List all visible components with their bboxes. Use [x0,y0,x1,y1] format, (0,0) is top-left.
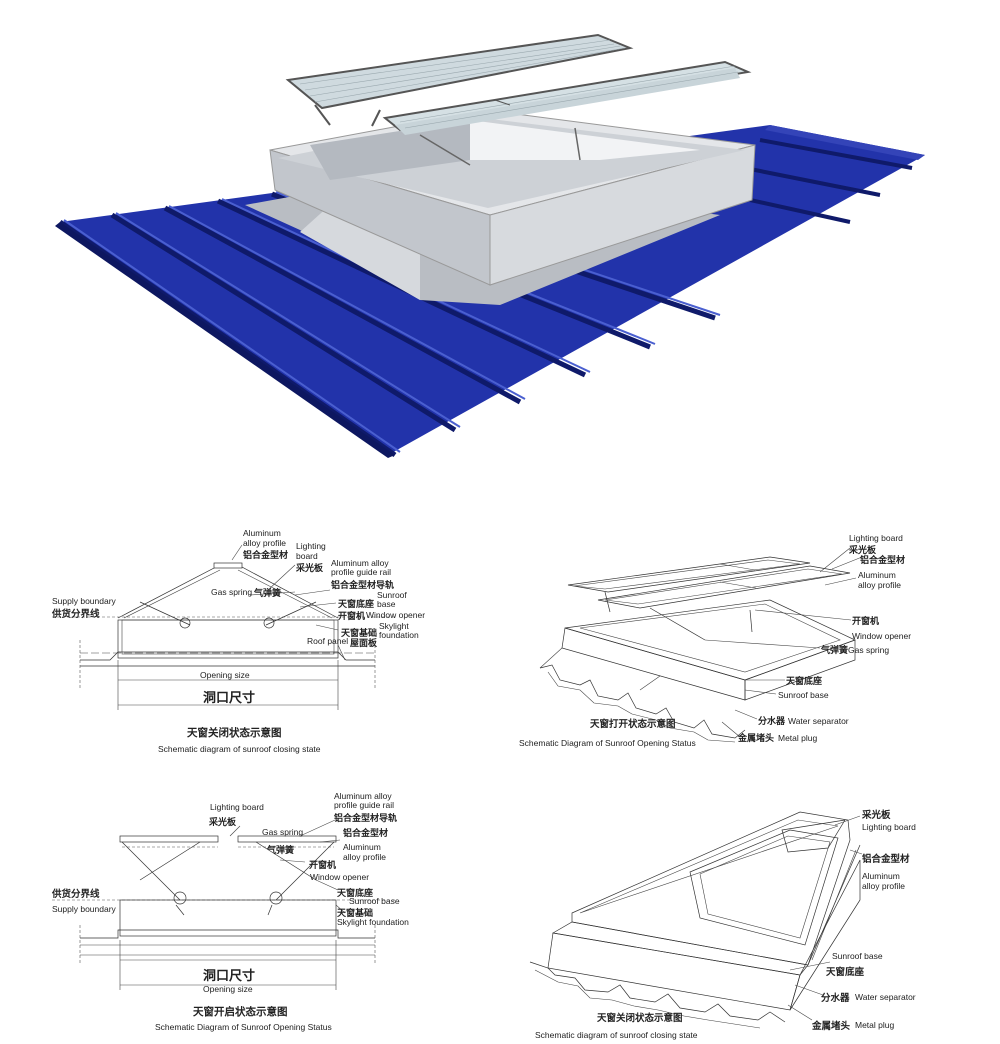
label-water-separator-cn: 分水器 [758,717,786,727]
caption-opening-cn: 天窗开启状态示意图 [193,1006,288,1018]
sunroof-base [269,109,756,286]
label-lighting-board-en: Lighting board [210,802,264,812]
label-lighting-board-en: Lighting board [849,533,903,543]
label-skylight-foundation-en2: foundation [379,630,419,640]
label-sunroof-en2: base [377,599,396,609]
label-guide-rail-en1: Aluminum alloy [331,558,389,568]
label-guide-rail-cn: 铝合金型材导轨 [334,814,398,824]
label-water-separator-en: Water separator [855,992,916,1002]
lighting-board-panels [285,33,752,166]
label-metal-plug-cn: 金属堵头 [812,1021,851,1032]
label-guide-rail-cn: 铝合金型材导轨 [331,581,395,591]
caption-opening-en: Schematic Diagram of Sunroof Opening Sta… [155,1022,332,1032]
label-supply-boundary-en: Supply boundary [52,596,116,606]
caption-closing-3d-cn: 天窗关闭状态示意图 [597,1013,683,1024]
label-metal-plug-en: Metal plug [778,733,818,743]
label-window-opener-en: Window opener [366,610,426,620]
label-skylight-foundation-cn: 天窗基础 [341,629,378,639]
label-window-opener-cn: 开窗机 [852,617,880,627]
label-aluminum-profile-cn: 铝合金型材 [343,829,389,839]
label-sunroof-base-cn: 天窗底座 [786,677,823,687]
caption-closing-3d-en: Schematic diagram of sunroof closing sta… [535,1030,698,1040]
hero-render [55,33,925,458]
label-opening-size-cn: 洞口尺寸 [203,691,256,706]
label-lighting-board-en1: Lighting [296,541,326,551]
label-sunroof-base-cn: 天窗底座 [826,967,865,978]
label-aluminum-profile-en2: alloy profile [862,881,905,891]
label-guide-rail-en2: profile guide rail [331,567,392,577]
label-guide-rail-en1: Aluminum alloy [334,791,392,801]
label-aluminum-profile-en1: Aluminum [243,528,281,538]
label-aluminum-profile-en2: alloy profile [243,538,286,548]
label-aluminum-profile-en1: Aluminum [862,871,900,881]
label-lighting-board-cn: 采光板 [209,818,237,828]
caption-opening-3d-cn: 天窗打开状态示意图 [590,719,676,730]
label-aluminum-profile-en2: alloy profile [343,852,386,862]
label-supply-boundary-cn: 供货分界线 [52,889,100,900]
label-sunroof-base-cn: 天窗底座 [338,600,375,610]
label-lighting-board-en: Lighting board [862,822,916,832]
label-gas-spring-cn: 气弹簧 [254,589,282,599]
label-skylight-foundation-en1: Skylight [379,621,409,631]
label-sunroof-base-en: Sunroof base [778,690,829,700]
label-gas-spring-en: Gas spring [848,645,890,655]
label-lighting-board-en2: board [296,551,318,561]
label-lighting-board-cn: 采光板 [849,546,877,556]
label-skylight-foundation-en: Skylight foundation [337,917,409,927]
label-metal-plug-cn: 金属堵头 [738,734,775,744]
label-gas-spring-cn: 气弹簧 [821,646,849,656]
label-sunroof-base-cn: 天窗底座 [337,889,374,899]
label-sunroof-en1: Sunroof [377,590,407,600]
label-aluminum-profile-cn: 铝合金型材 [860,556,906,566]
label-gas-spring-en: Gas spring [262,827,304,837]
label-window-opener-en: Window opener [310,872,370,882]
caption-closing-cn: 天窗关闭状态示意图 [187,727,282,739]
label-water-separator-en: Water separator [788,716,849,726]
label-guide-rail-en2: profile guide rail [334,800,395,810]
label-gas-spring-en: Gas spring [211,587,253,597]
label-supply-boundary-cn: 供货分界线 [52,609,100,620]
label-roof-panel-cn: 屋面板 [350,639,378,649]
label-aluminum-profile-en2: alloy profile [858,580,901,590]
label-aluminum-profile-en1: Aluminum [343,842,381,852]
label-opening-size-cn: 洞口尺寸 [203,969,256,984]
label-aluminum-profile-cn: 铝合金型材 [243,551,289,561]
label-window-opener-cn: 开窗机 [309,861,337,871]
label-metal-plug-en: Metal plug [855,1020,895,1030]
label-opening-size-en: Opening size [203,984,253,994]
label-lighting-board-cn: 采光板 [862,810,891,821]
caption-opening-3d-en: Schematic Diagram of Sunroof Opening Sta… [519,738,696,748]
label-aluminum-profile-en1: Aluminum [858,570,896,580]
label-water-separator-cn: 分水器 [821,993,850,1004]
label-supply-boundary-en: Supply boundary [52,904,116,914]
label-opening-size-en: Opening size [200,670,250,680]
label-roof-panel-en: Roof panel [307,636,349,646]
label-window-opener-cn: 开窗机 [338,612,366,622]
label-aluminum-profile-cn: 铝合金型材 [862,854,910,865]
label-window-opener-en: Window opener [852,631,912,641]
label-gas-spring-cn: 气弹簧 [267,846,295,856]
caption-closing-en: Schematic diagram of sunroof closing sta… [158,744,321,754]
label-skylight-foundation-cn: 天窗基础 [337,909,374,919]
label-lighting-board-cn: 采光板 [296,564,324,574]
label-sunroof-base-en: Sunroof base [832,951,883,961]
label-sunroof-base-en: Sunroof base [349,896,400,906]
